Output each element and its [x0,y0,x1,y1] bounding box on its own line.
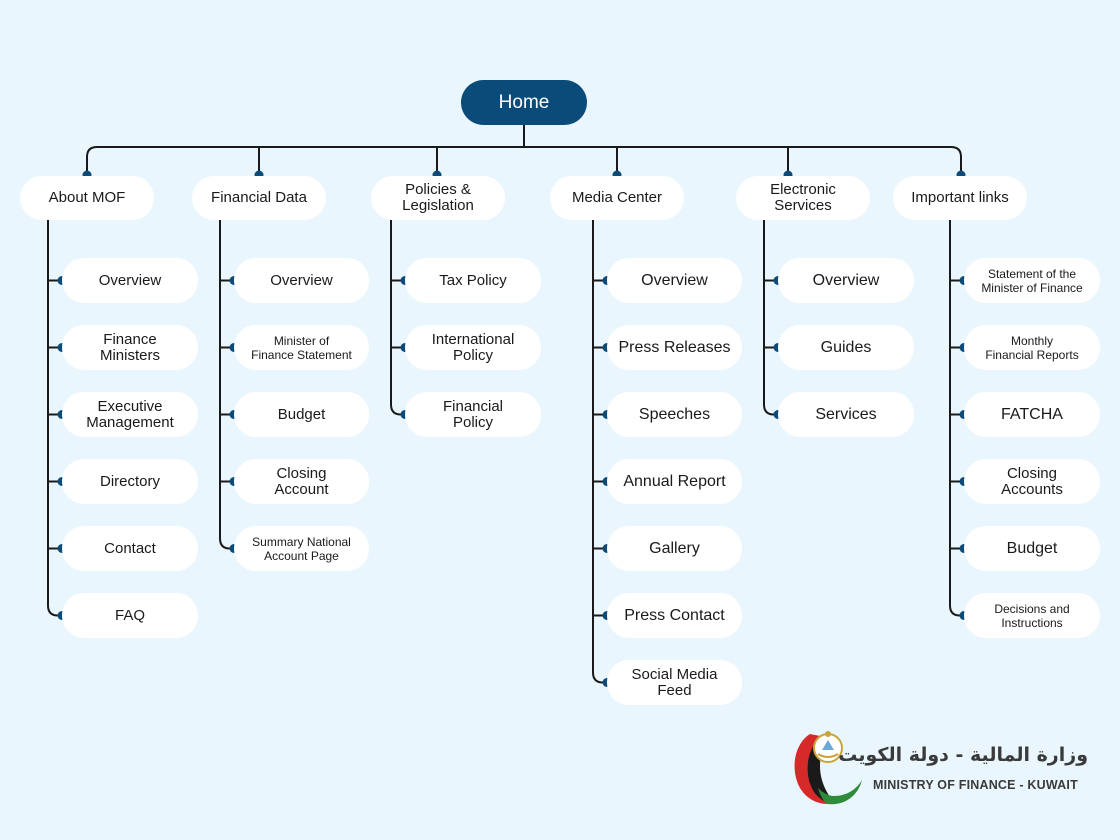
section-2-item[interactable]: Tax Policy [405,258,541,303]
section-5-item[interactable]: Budget [964,526,1100,571]
section-0-item[interactable]: Executive Management [62,392,198,437]
logo-arabic-text: وزارة المالية - دولة الكويت [838,744,1088,766]
connector-curve [219,220,234,550]
section-3-heading[interactable]: Media Center [550,176,684,220]
section-1-item[interactable]: Closing Account [234,459,369,504]
kuwait-emblem-icon [794,731,862,805]
section-0-item[interactable]: Finance Ministers [62,325,198,370]
section-5-heading[interactable]: Important links [893,176,1027,220]
section-3-item[interactable]: Press Releases [607,325,742,370]
connector-curve [86,146,962,175]
section-4-heading[interactable]: Electronic Services [736,176,870,220]
section-5-item[interactable]: Decisions and Instructions [964,593,1100,638]
section-4-item[interactable]: Overview [778,258,914,303]
logo-english-text: MINISTRY OF FINANCE - KUWAIT [873,778,1078,792]
section-2-heading[interactable]: Policies & Legislation [371,176,505,220]
section-3-item[interactable]: Annual Report [607,459,742,504]
section-4-item[interactable]: Guides [778,325,914,370]
section-5-item[interactable]: Statement of the Minister of Finance [964,258,1100,303]
section-1-heading[interactable]: Financial Data [192,176,326,220]
section-5-item[interactable]: FATCHA [964,392,1100,437]
section-3-item[interactable]: Speeches [607,392,742,437]
section-0-item[interactable]: Directory [62,459,198,504]
section-1-item[interactable]: Summary National Account Page [234,526,369,571]
section-1-item[interactable]: Overview [234,258,369,303]
ministry-logo: وزارة المالية - دولة الكويت MINISTRY OF … [788,726,1098,810]
section-0-heading[interactable]: About MOF [20,176,154,220]
section-0-item[interactable]: Contact [62,526,198,571]
section-2-item[interactable]: Financial Policy [405,392,541,437]
section-1-item[interactable]: Minister of Finance Statement [234,325,369,370]
section-0-item[interactable]: FAQ [62,593,198,638]
home-node[interactable]: Home [461,80,587,125]
section-5-item[interactable]: Monthly Financial Reports [964,325,1100,370]
section-0-item[interactable]: Overview [62,258,198,303]
section-3-item[interactable]: Overview [607,258,742,303]
section-5-item[interactable]: Closing Accounts [964,459,1100,504]
section-3-item[interactable]: Press Contact [607,593,742,638]
section-2-item[interactable]: International Policy [405,325,541,370]
connector-curve [390,220,405,416]
section-3-item[interactable]: Social Media Feed [607,660,742,705]
section-3-item[interactable]: Gallery [607,526,742,571]
section-4-item[interactable]: Services [778,392,914,437]
connector-curve [763,220,778,416]
section-1-item[interactable]: Budget [234,392,369,437]
